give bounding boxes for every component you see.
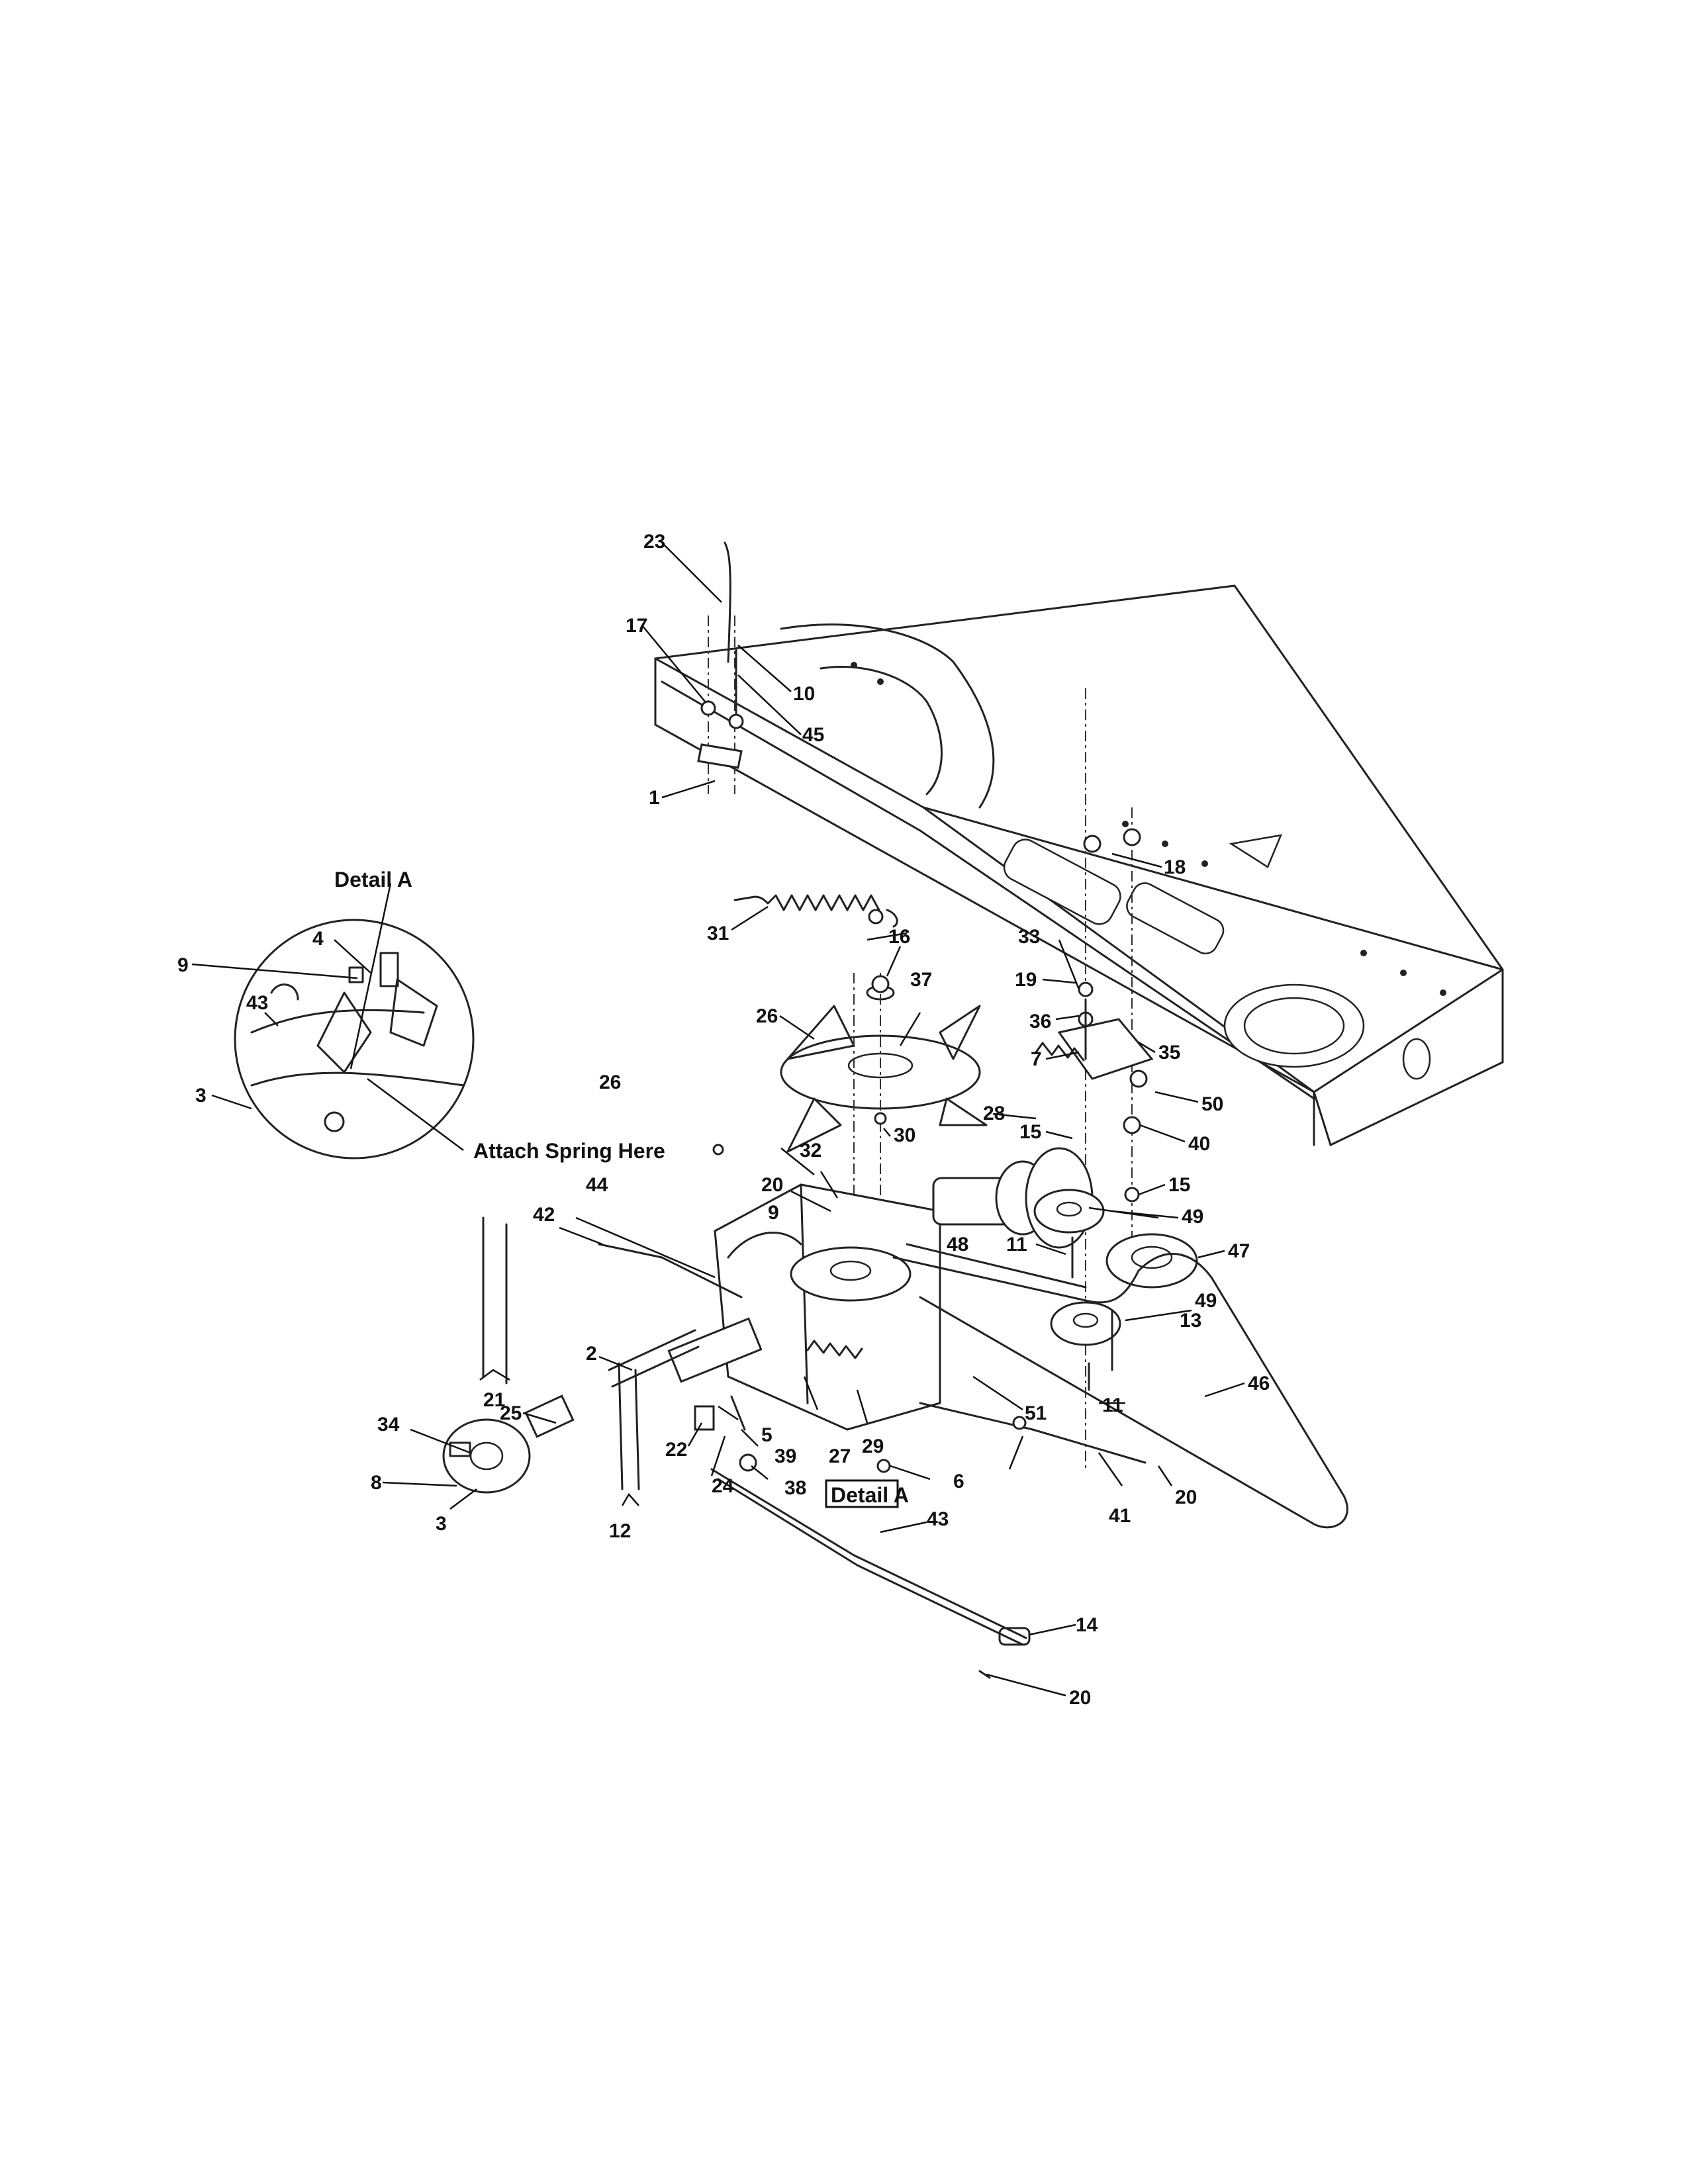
callout-32: 32 [800, 1140, 821, 1161]
callout-33: 33 [1018, 926, 1040, 948]
detail-a-inset [234, 919, 475, 1160]
callout-43a: 43 [246, 992, 268, 1014]
callout-47: 47 [1228, 1240, 1250, 1262]
idler-pulleys [1033, 1018, 1198, 1346]
callout-3b: 3 [436, 1513, 447, 1535]
detail-a-reference: Detail A [831, 1483, 909, 1507]
callout-30: 30 [894, 1124, 915, 1146]
callout-41: 41 [1109, 1505, 1131, 1527]
detail-a-reference-box [825, 1479, 899, 1508]
callout-44: 44 [586, 1174, 608, 1196]
callout-21: 21 [483, 1389, 505, 1411]
callout-35: 35 [1158, 1042, 1180, 1064]
callout-49a: 49 [1182, 1206, 1203, 1228]
callout-15a: 15 [1019, 1121, 1041, 1143]
frame-rail [654, 584, 1504, 1147]
callout-11b: 11 [1102, 1394, 1123, 1416]
callout-22: 22 [665, 1439, 687, 1461]
callout-40: 40 [1188, 1133, 1210, 1155]
callout-13: 13 [1180, 1310, 1201, 1332]
rods [482, 1216, 1147, 1679]
callout-36: 36 [1029, 1011, 1051, 1032]
callout-34: 34 [377, 1414, 400, 1435]
callout-45: 45 [802, 724, 824, 746]
callout-31: 31 [707, 923, 729, 944]
detail-a-title: Detail A [334, 868, 412, 891]
callout-17: 17 [626, 615, 647, 637]
callout-7: 7 [1031, 1048, 1042, 1070]
callout-49b: 49 [1195, 1290, 1217, 1312]
callout-25: 25 [500, 1402, 522, 1424]
callout-27: 27 [829, 1445, 851, 1467]
callout-20b: 20 [1175, 1486, 1197, 1508]
callout-8: 8 [371, 1472, 382, 1494]
callout-50: 50 [1201, 1093, 1223, 1115]
callout-26a: 26 [756, 1005, 778, 1027]
attach-spring-note: Attach Spring Here [473, 1139, 665, 1163]
callout-5: 5 [761, 1424, 773, 1446]
small-parts [694, 541, 1148, 1473]
belt-46 [892, 1243, 1348, 1529]
axle-hub [442, 1329, 700, 1494]
part-callouts: 23 17 10 45 1 18 31 16 33 37 19 26 36 35… [177, 531, 1270, 1709]
callout-46: 46 [1248, 1373, 1270, 1394]
callout-24: 24 [712, 1475, 734, 1497]
callout-16: 16 [888, 926, 910, 948]
callout-12: 12 [609, 1520, 631, 1542]
callout-28: 28 [983, 1103, 1005, 1124]
callout-29: 29 [862, 1435, 884, 1457]
callout-19: 19 [1015, 969, 1037, 991]
callout-20a: 20 [761, 1174, 783, 1196]
leader-lines [191, 542, 1245, 1697]
callout-3a: 3 [195, 1085, 207, 1107]
callout-48: 48 [947, 1234, 968, 1255]
callout-43b: 43 [927, 1508, 949, 1530]
callout-38: 38 [784, 1477, 806, 1499]
callout-18: 18 [1164, 856, 1186, 878]
detail-labels: Detail A Attach Spring Here Detail A [334, 868, 909, 1508]
callout-51: 51 [1025, 1402, 1047, 1424]
callout-11a: 11 [1006, 1234, 1027, 1255]
callout-1: 1 [649, 787, 660, 809]
callout-42: 42 [533, 1204, 555, 1226]
callout-26b: 26 [599, 1071, 621, 1093]
fan-26 [780, 985, 988, 1153]
callout-2: 2 [586, 1343, 597, 1365]
callout-10: 10 [793, 683, 815, 705]
callout-37: 37 [910, 969, 932, 991]
spring-31 [733, 894, 898, 928]
callout-9a: 9 [177, 954, 189, 976]
callout-15b: 15 [1168, 1174, 1190, 1196]
callout-39: 39 [774, 1445, 796, 1467]
callout-20c: 20 [1069, 1687, 1091, 1709]
callout-4: 4 [312, 928, 324, 950]
callout-23: 23 [643, 531, 665, 553]
callout-9b: 9 [768, 1202, 779, 1224]
callout-6: 6 [953, 1471, 964, 1492]
callout-14: 14 [1076, 1614, 1098, 1636]
